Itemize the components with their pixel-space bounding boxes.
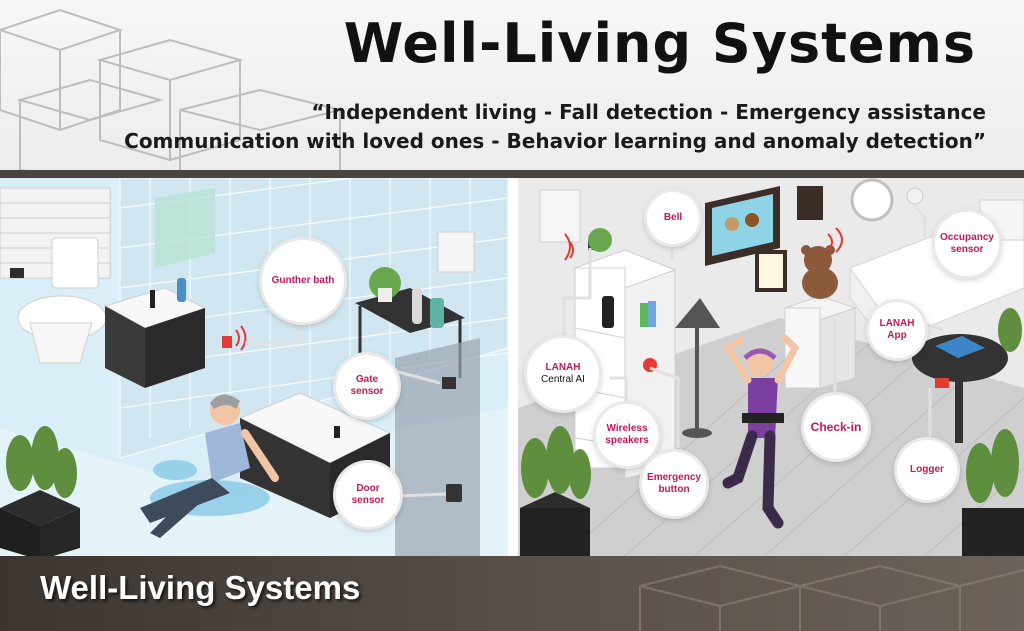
occupancy-sensor-device xyxy=(906,187,924,205)
plant-left-illustration xyxy=(520,426,591,560)
door-sensor-device xyxy=(446,484,462,502)
callout-lanah-central-label: LANAH xyxy=(545,362,581,373)
dresser-illustration xyxy=(783,295,857,389)
plant-pot-illustration xyxy=(0,426,80,560)
callout-door-sensor-label: Door sensor xyxy=(351,483,385,506)
footer-title: Well-Living Systems xyxy=(40,569,361,606)
tagline-line-1: “Independent living - Fall detection - E… xyxy=(311,100,986,124)
callout-gate-sensor: Gate sensor xyxy=(336,355,398,417)
wireframe-cubes-graphic xyxy=(0,8,341,178)
callout-occupancy-sensor-label: Occupancy sensor xyxy=(940,232,994,255)
callout-gunther-bath: Gunther bath xyxy=(262,240,344,322)
page-title: Well-Living Systems xyxy=(343,12,976,75)
gate-sensor-device xyxy=(442,377,456,389)
fallen-person-illustration xyxy=(140,394,279,538)
callout-logger-label: Logger xyxy=(910,464,944,475)
callout-door-sensor: Door sensor xyxy=(336,463,400,527)
callout-lanah-app-label: LANAH App xyxy=(879,318,915,341)
plant-right-illustration xyxy=(962,308,1024,560)
tagline-line-2: Communication with loved ones - Behavior… xyxy=(124,129,986,153)
callout-check-in: Check-in xyxy=(804,395,868,459)
callout-gate-sensor-label: Gate sensor xyxy=(350,374,384,397)
teddy-bear-illustration xyxy=(801,245,838,299)
footer-banner: Well-Living Systems xyxy=(0,556,1024,631)
callout-logger: Logger xyxy=(897,440,957,500)
woman-checkin-illustration xyxy=(722,334,800,529)
callout-wireless-speakers: Wireless speakers xyxy=(596,404,658,466)
header-banner: Well-Living Systems “Independent living … xyxy=(0,0,1024,178)
callout-check-in-label: Check-in xyxy=(810,419,862,434)
callout-bell: Bell xyxy=(647,192,699,244)
rooms-illustration xyxy=(0,178,1024,560)
callout-wireless-speakers-label: Wireless speakers xyxy=(605,423,649,446)
callout-lanah-app: LANAH App xyxy=(869,302,925,358)
callout-emergency-button-label: Emergency button xyxy=(647,472,701,495)
callout-occupancy-sensor: Occupancy sensor xyxy=(935,212,999,276)
family-picture-illustration xyxy=(705,186,780,266)
callout-bell-label: Bell xyxy=(663,212,683,223)
callout-central-ai-label: Central AI xyxy=(541,374,585,385)
shelf-illustration xyxy=(355,231,475,378)
floor-lamp-illustration xyxy=(675,298,720,438)
shower-door-illustration xyxy=(395,338,480,560)
sink-cabinet-illustration xyxy=(103,278,207,388)
callout-emergency-button: Emergency button xyxy=(642,452,706,516)
callout-gunther-bath-label: Gunther bath xyxy=(271,275,335,286)
header-divider xyxy=(0,170,1024,178)
footer-cubes-graphic xyxy=(639,564,1024,631)
scene-illustration: Gunther bath Gate sensor Door sensor Bel… xyxy=(0,178,1024,560)
wall-sensor-illustration xyxy=(222,336,232,348)
table-illustration xyxy=(912,334,1008,443)
small-frame-illustration xyxy=(797,186,823,220)
bathroom-panel xyxy=(0,178,509,560)
clock-illustration xyxy=(850,178,894,222)
